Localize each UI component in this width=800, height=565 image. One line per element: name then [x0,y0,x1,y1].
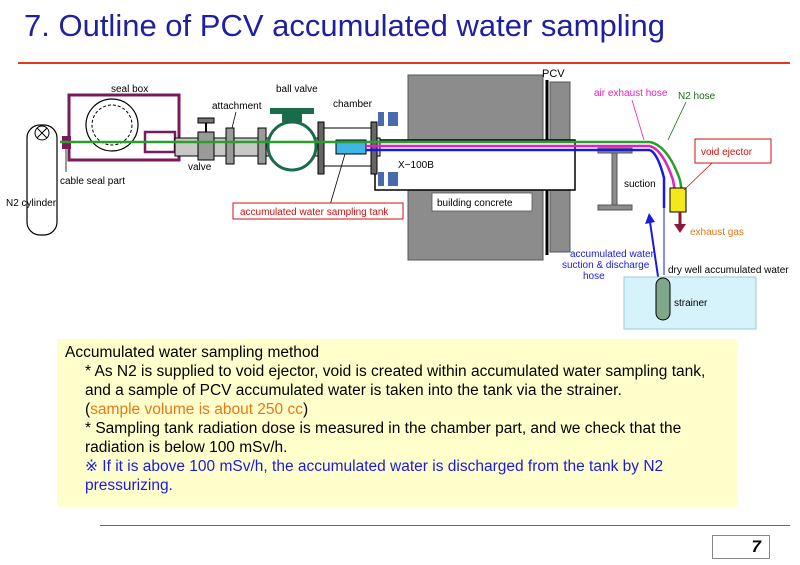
footer-rule [100,525,790,526]
building-concrete-label: building concrete [437,198,513,209]
pcv-label: PCV [542,68,565,80]
seal-box-label: seal box [111,84,148,95]
suction-hose-label-1: accumulated water [570,249,655,260]
sampling-tank-label-box [232,202,404,220]
sample-volume-text: sample volume is about 250 cc [90,401,303,418]
suction-label: suction [624,179,656,190]
void-ejector [669,187,687,213]
note-heading: Accumulated water sampling method [65,344,320,361]
note-para1-close: ) [302,401,309,418]
exhaust-gas-label: exhaust gas [690,227,744,238]
page-title: 7. Outline of PCV accumulated water samp… [24,8,665,43]
pcv-support-post [611,149,618,209]
dry-well-water [623,276,757,330]
sampling-tank-label: accumulated water sampling tank [240,207,389,218]
cable-seal-label: cable seal part [60,176,125,187]
dry-well-water-label: dry well accumulated water [668,265,789,276]
attachment-label: attachment [212,101,262,112]
valve-label: valve [188,162,212,173]
n2-hose-label: N2 hose [678,91,716,102]
sampling-diagram: building concrete PCV X−100B suction N2 … [6,68,789,330]
ball-valve [266,120,318,172]
note-para1: * As N2 is supplied to void ejector, voi… [65,362,729,419]
void-ejector-label-box [694,138,772,164]
chamber-label: chamber [333,99,373,110]
attachment [225,127,235,165]
suction-hose-label-2: suction & discharge [562,260,650,271]
valve [197,131,215,161]
page-number: 7 [712,535,770,559]
n2-cylinder [26,124,58,236]
ball-valve-label: ball valve [276,84,318,95]
void-ejector-label: void ejector [701,147,753,158]
strainer [655,277,671,321]
building-concrete-label-box [431,192,533,212]
n2-cylinder-label: N2 cylinder [6,198,57,209]
x100b-label: X−100B [398,160,434,171]
pcv-support-base [597,204,633,211]
air-exhaust-hose-label: air exhaust hose [594,88,668,99]
note-para2: * Sampling tank radiation dose is measur… [85,420,682,456]
note-para3: ※ If it is above 100 mSv/h, the accumula… [85,458,664,494]
cable-reel [85,98,139,152]
note-para1-open: ( [85,401,91,418]
strainer-label: strainer [674,298,708,309]
suction-hose-label-3: hose [583,271,605,282]
title-underline [18,62,790,64]
concrete-wall-upper [407,74,544,146]
note-para1-text: * As N2 is supplied to void ejector, voi… [85,363,706,399]
penetration-pipe [374,139,576,191]
sampling-method-note: Accumulated water sampling method * As N… [57,339,737,507]
